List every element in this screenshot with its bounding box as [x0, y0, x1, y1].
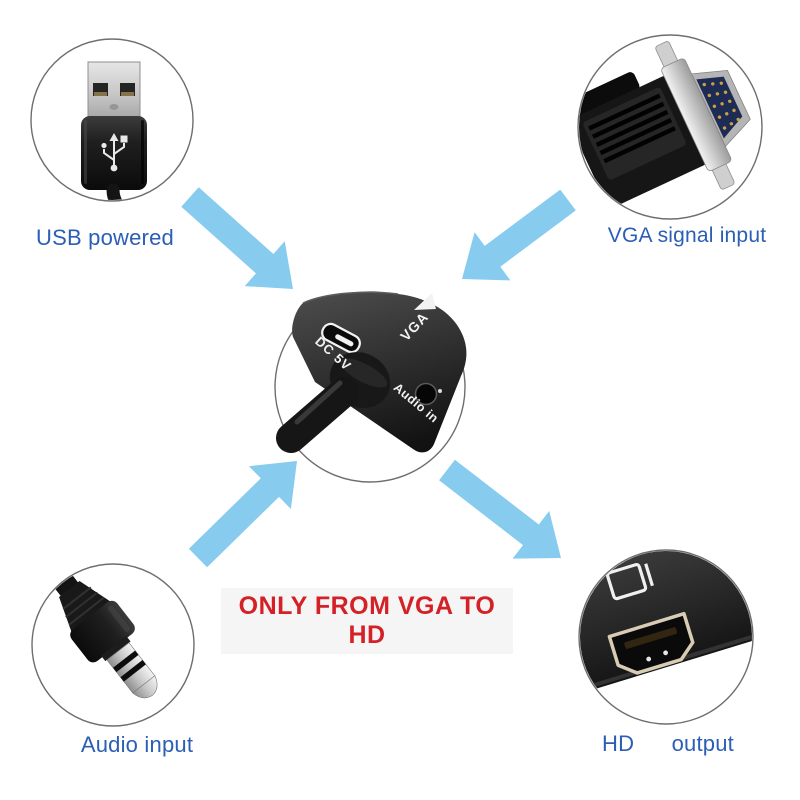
vga-to-hdmi-adapter-body-icon: VGA DC 5V Audio in — [276, 291, 467, 453]
hd-label-part: HD — [602, 731, 635, 756]
vga-pins — [702, 81, 740, 130]
arrow-adapter-to-hd-icon — [439, 459, 561, 559]
audio-input-label: Audio input — [80, 732, 194, 757]
arrow-audio-to-adapter-icon — [188, 461, 297, 568]
vga-male-connector-icon — [579, 41, 751, 207]
display-icon — [606, 563, 654, 601]
audio-in-hole-icon — [414, 382, 438, 406]
usb-trident-icon — [103, 140, 125, 168]
hdmi-female-port-icon — [580, 551, 752, 701]
usb-a-plug-icon — [81, 61, 147, 200]
output-label-part: output — [671, 731, 734, 756]
hd-output-label: HD output — [602, 731, 734, 757]
vga-print-arrow-icon — [414, 293, 436, 310]
arrow-vga-to-adapter-icon — [462, 189, 576, 281]
usb-powered-label: USB powered — [36, 225, 174, 250]
warning-text: ONLY FROM VGA TO HD — [221, 588, 513, 654]
vga-signal-input-label: VGA signal input — [607, 224, 767, 247]
micro-usb-port-icon — [321, 322, 361, 354]
arrow-usb-to-adapter-icon — [181, 187, 293, 289]
